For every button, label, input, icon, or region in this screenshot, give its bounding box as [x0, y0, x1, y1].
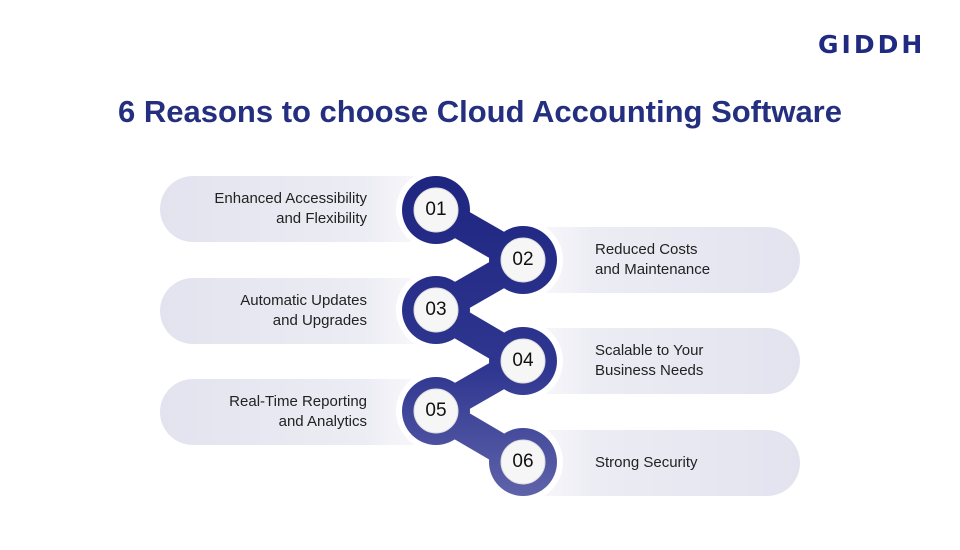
step-number-3: 03: [425, 299, 447, 320]
step-number-2: 02: [512, 249, 534, 270]
step-number-4: 04: [512, 350, 534, 371]
reason-text: Scalable to Your Business Needs: [595, 342, 704, 379]
reason-text: Enhanced Accessibility and Flexibility: [214, 190, 367, 227]
reason-text: Strong Security: [595, 454, 698, 471]
step-number-5: 05: [425, 400, 447, 421]
reason-card-5: Real-Time Reporting and Analytics: [160, 379, 450, 445]
reason-card-3: Automatic Updates and Upgrades: [160, 278, 450, 344]
reason-text: Reduced Costs and Maintenance: [595, 241, 711, 278]
step-number-6: 06: [512, 451, 534, 472]
giddh-logo: GIDDH: [818, 30, 926, 59]
step-number-1: 01: [425, 199, 447, 220]
reason-text: Automatic Updates and Upgrades: [240, 292, 367, 329]
reason-text: Real-Time Reporting and Analytics: [229, 393, 367, 430]
page-title: 6 Reasons to choose Cloud Accounting Sof…: [118, 94, 842, 129]
